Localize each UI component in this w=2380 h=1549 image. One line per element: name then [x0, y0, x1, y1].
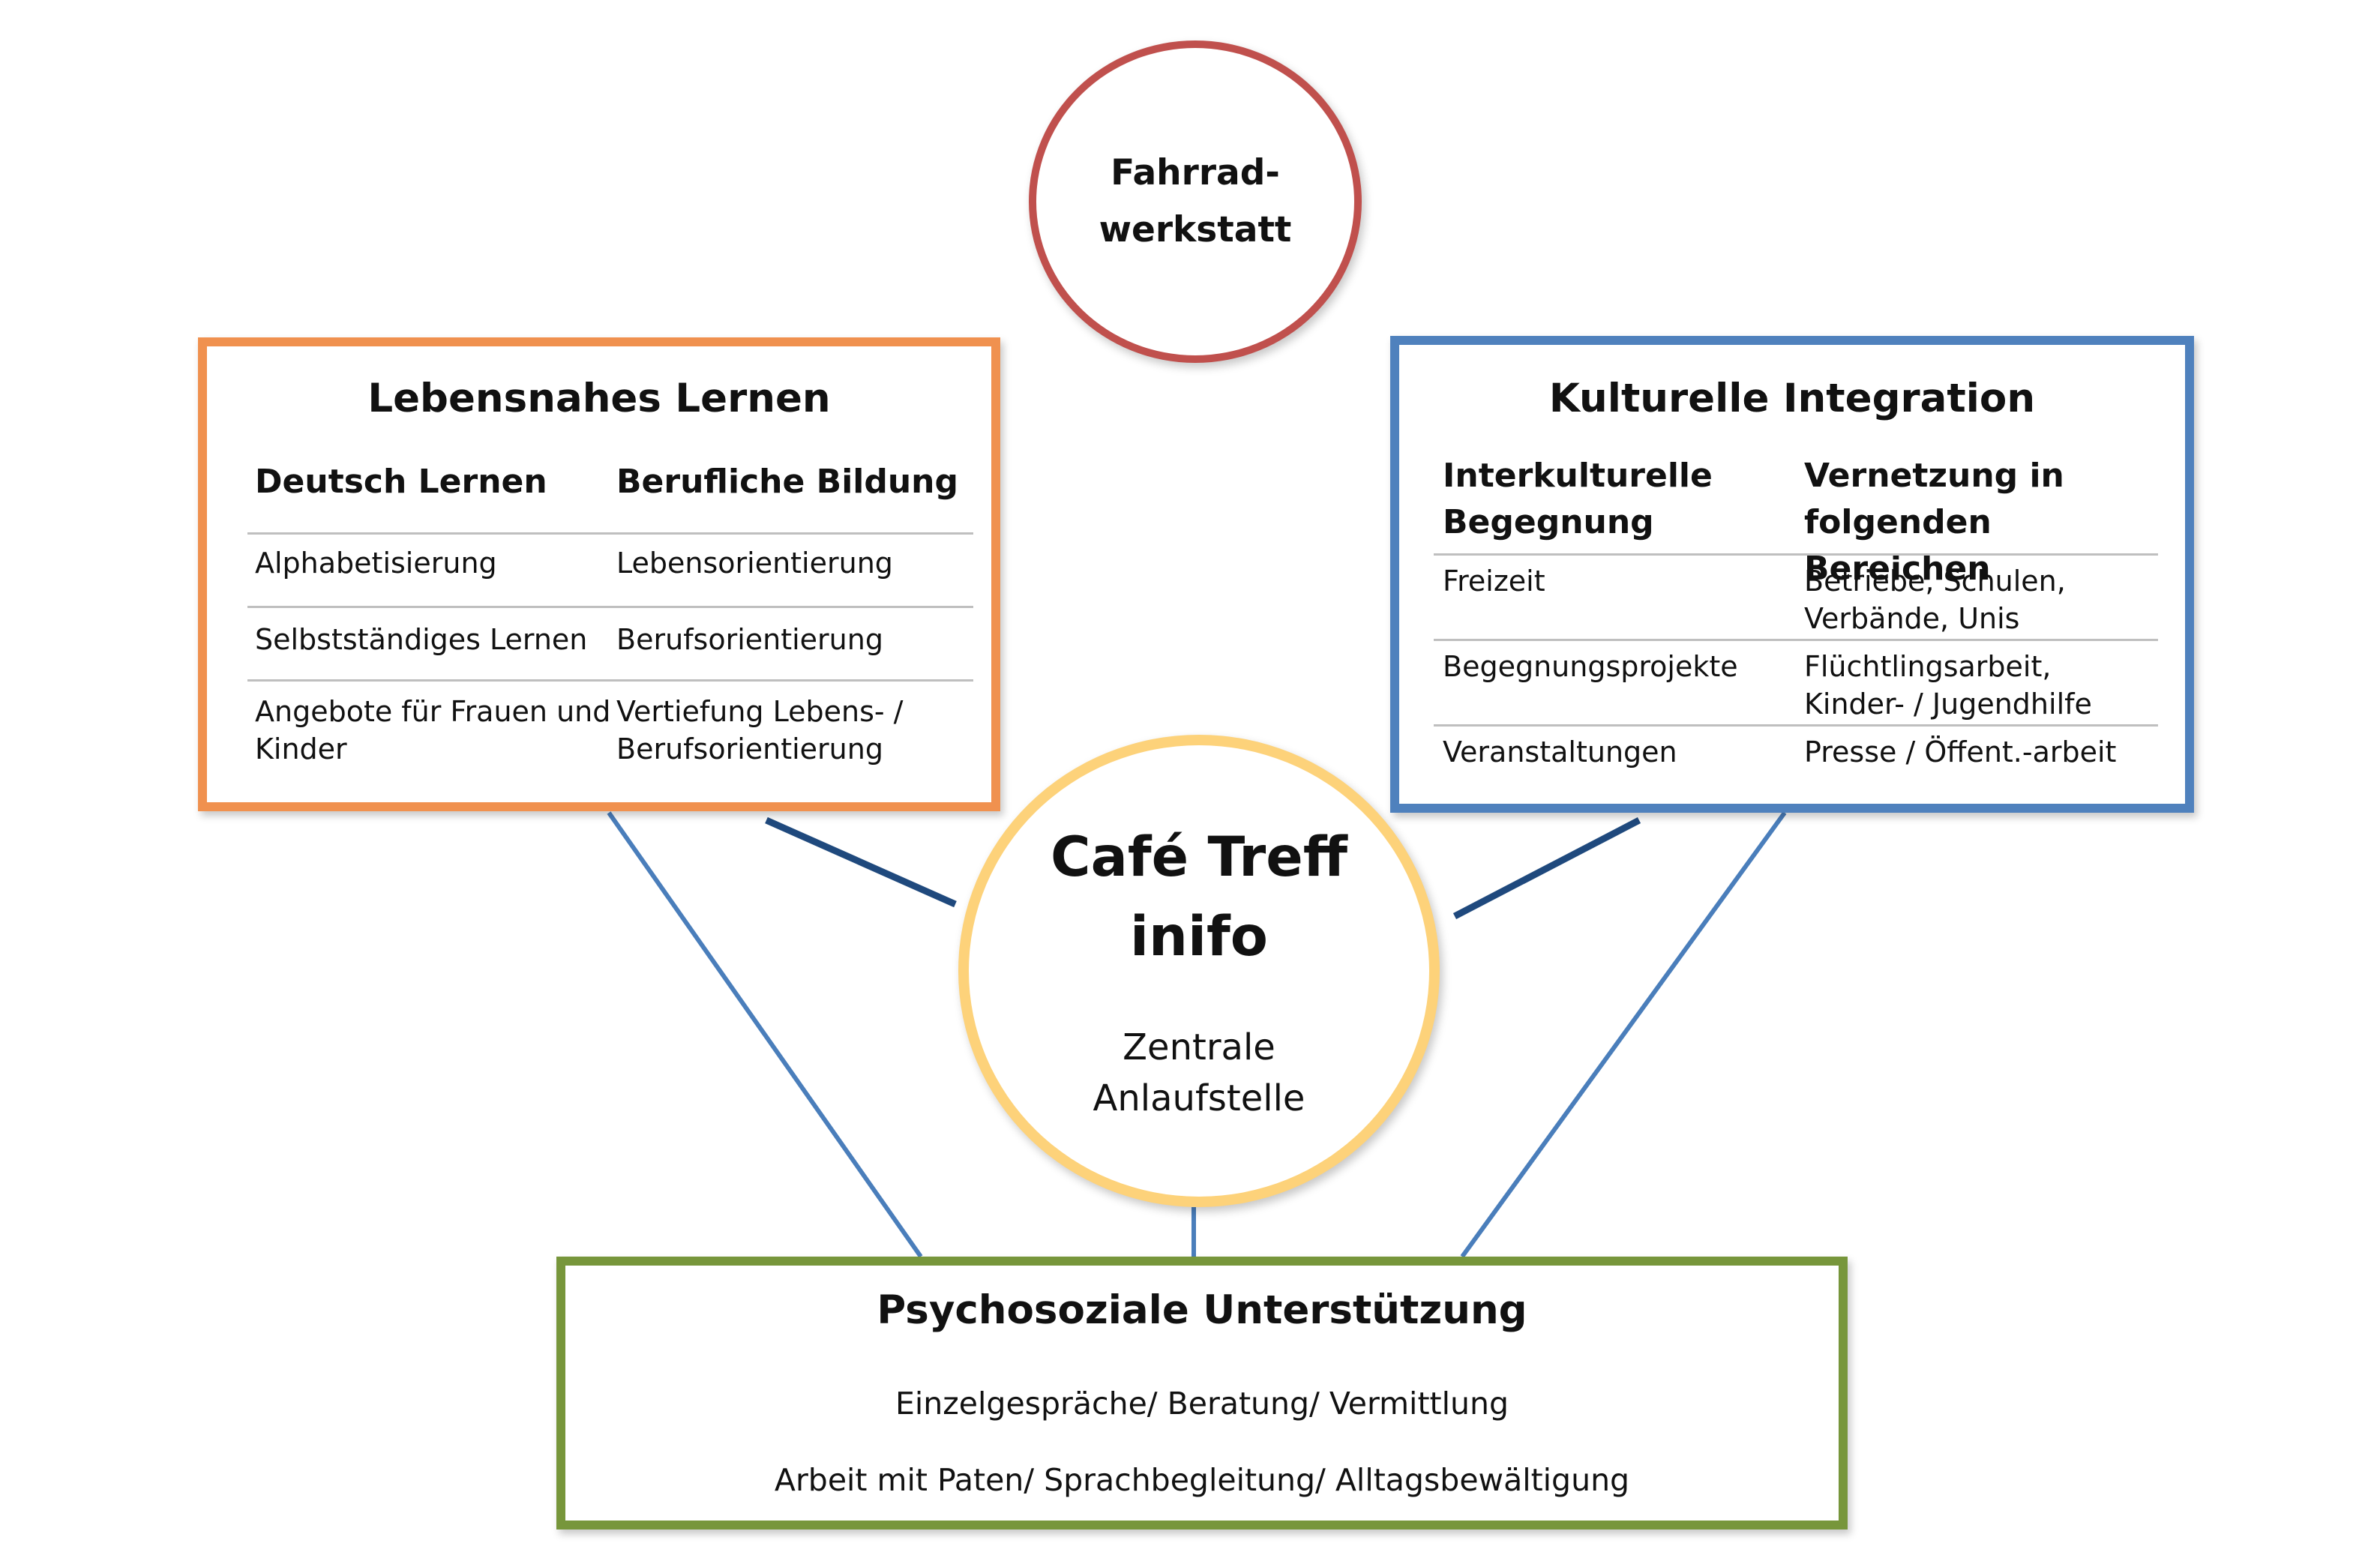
lernen-cell-lebensorientierung: Lebensorientierung — [616, 547, 893, 580]
lernen-header-deutsch: Deutsch Lernen — [255, 463, 547, 501]
kultur-cell-fluechtlingsarbeit: Flüchtlingsarbeit, Kinder- / Jugendhilfe — [1804, 650, 2092, 721]
cafe-title-line1: Café Treff — [1051, 825, 1347, 889]
kultur-cell-begegnungsprojekte: Begegnungsprojekte — [1443, 650, 1738, 683]
kultur-header-vernetzung: Vernetzung in folgenden Bereichen — [1804, 457, 2064, 588]
cafe-sub-line2: Anlaufstelle — [1093, 1077, 1305, 1119]
connector-kultur-psycho — [1460, 811, 1787, 1258]
lernen-title: Lebensnahes Lernen — [367, 376, 831, 421]
kultur-cell-veranstaltungen: Veranstaltungen — [1443, 736, 1677, 769]
lernen-cell-vertiefung: Vertiefung Lebens- / Berufsorientierung — [616, 695, 904, 766]
lernen-rule-1 — [247, 532, 973, 535]
cafe-treff-circle: Café Treff inifo Zentrale Anlaufstelle — [958, 735, 1440, 1207]
connector-lernen-psycho — [607, 811, 923, 1258]
cafe-title-line2: inifo — [1130, 905, 1268, 969]
lebensnahes-lernen-box: Lebensnahes Lernen Deutsch Lernen Berufl… — [198, 337, 1000, 811]
lernen-header-berufliche: Berufliche Bildung — [616, 463, 959, 501]
lernen-rule-2 — [247, 606, 973, 608]
cafe-sub-line1: Zentrale — [1123, 1026, 1275, 1068]
kultur-cell-presse: Presse / Öffent.-arbeit — [1804, 736, 2117, 769]
connector-kultur-cafe — [1452, 817, 1641, 919]
kultur-rule-3 — [1434, 724, 2158, 727]
lernen-rule-3 — [247, 679, 973, 682]
kultur-rule-1 — [1434, 553, 2158, 556]
psychosoziale-unterstuetzung-box: Psychosoziale Unterstützung Einzelgesprä… — [556, 1257, 1848, 1530]
cafe-subtitle: Zentrale Anlaufstelle — [1093, 1022, 1305, 1124]
psycho-line1: Einzelgespräche/ Beratung/ Vermittlung — [895, 1386, 1509, 1422]
lernen-cell-berufsorientierung: Berufsorientierung — [616, 623, 883, 656]
lernen-cell-selbststaendiges: Selbstständiges Lernen — [255, 623, 588, 656]
fahrradwerkstatt-circle: Fahrrad- werkstatt — [1029, 40, 1362, 363]
kultur-header-interkulturelle: Interkulturelle Begegnung — [1443, 457, 1713, 541]
lernen-cell-angebote: Angebote für Frauen und Kinder — [255, 695, 611, 766]
psycho-line2: Arbeit mit Paten/ Sprachbegleitung/ Allt… — [774, 1462, 1630, 1498]
kulturelle-integration-box: Kulturelle Integration Interkulturelle B… — [1390, 336, 2194, 813]
kultur-cell-freizeit: Freizeit — [1443, 565, 1545, 598]
fahrrad-line2: werkstatt — [1099, 209, 1292, 250]
kultur-rule-2 — [1434, 639, 2158, 641]
connector-lernen-cafe — [765, 816, 957, 908]
fahrrad-line1: Fahrrad- — [1111, 152, 1280, 193]
kultur-cell-betriebe: Betriebe, Schulen, Verbände, Unis — [1804, 565, 2066, 635]
kultur-title: Kulturelle Integration — [1548, 376, 2036, 421]
psycho-title: Psychosoziale Unterstützung — [877, 1287, 1527, 1333]
lernen-cell-alphabetisierung: Alphabetisierung — [255, 547, 497, 580]
